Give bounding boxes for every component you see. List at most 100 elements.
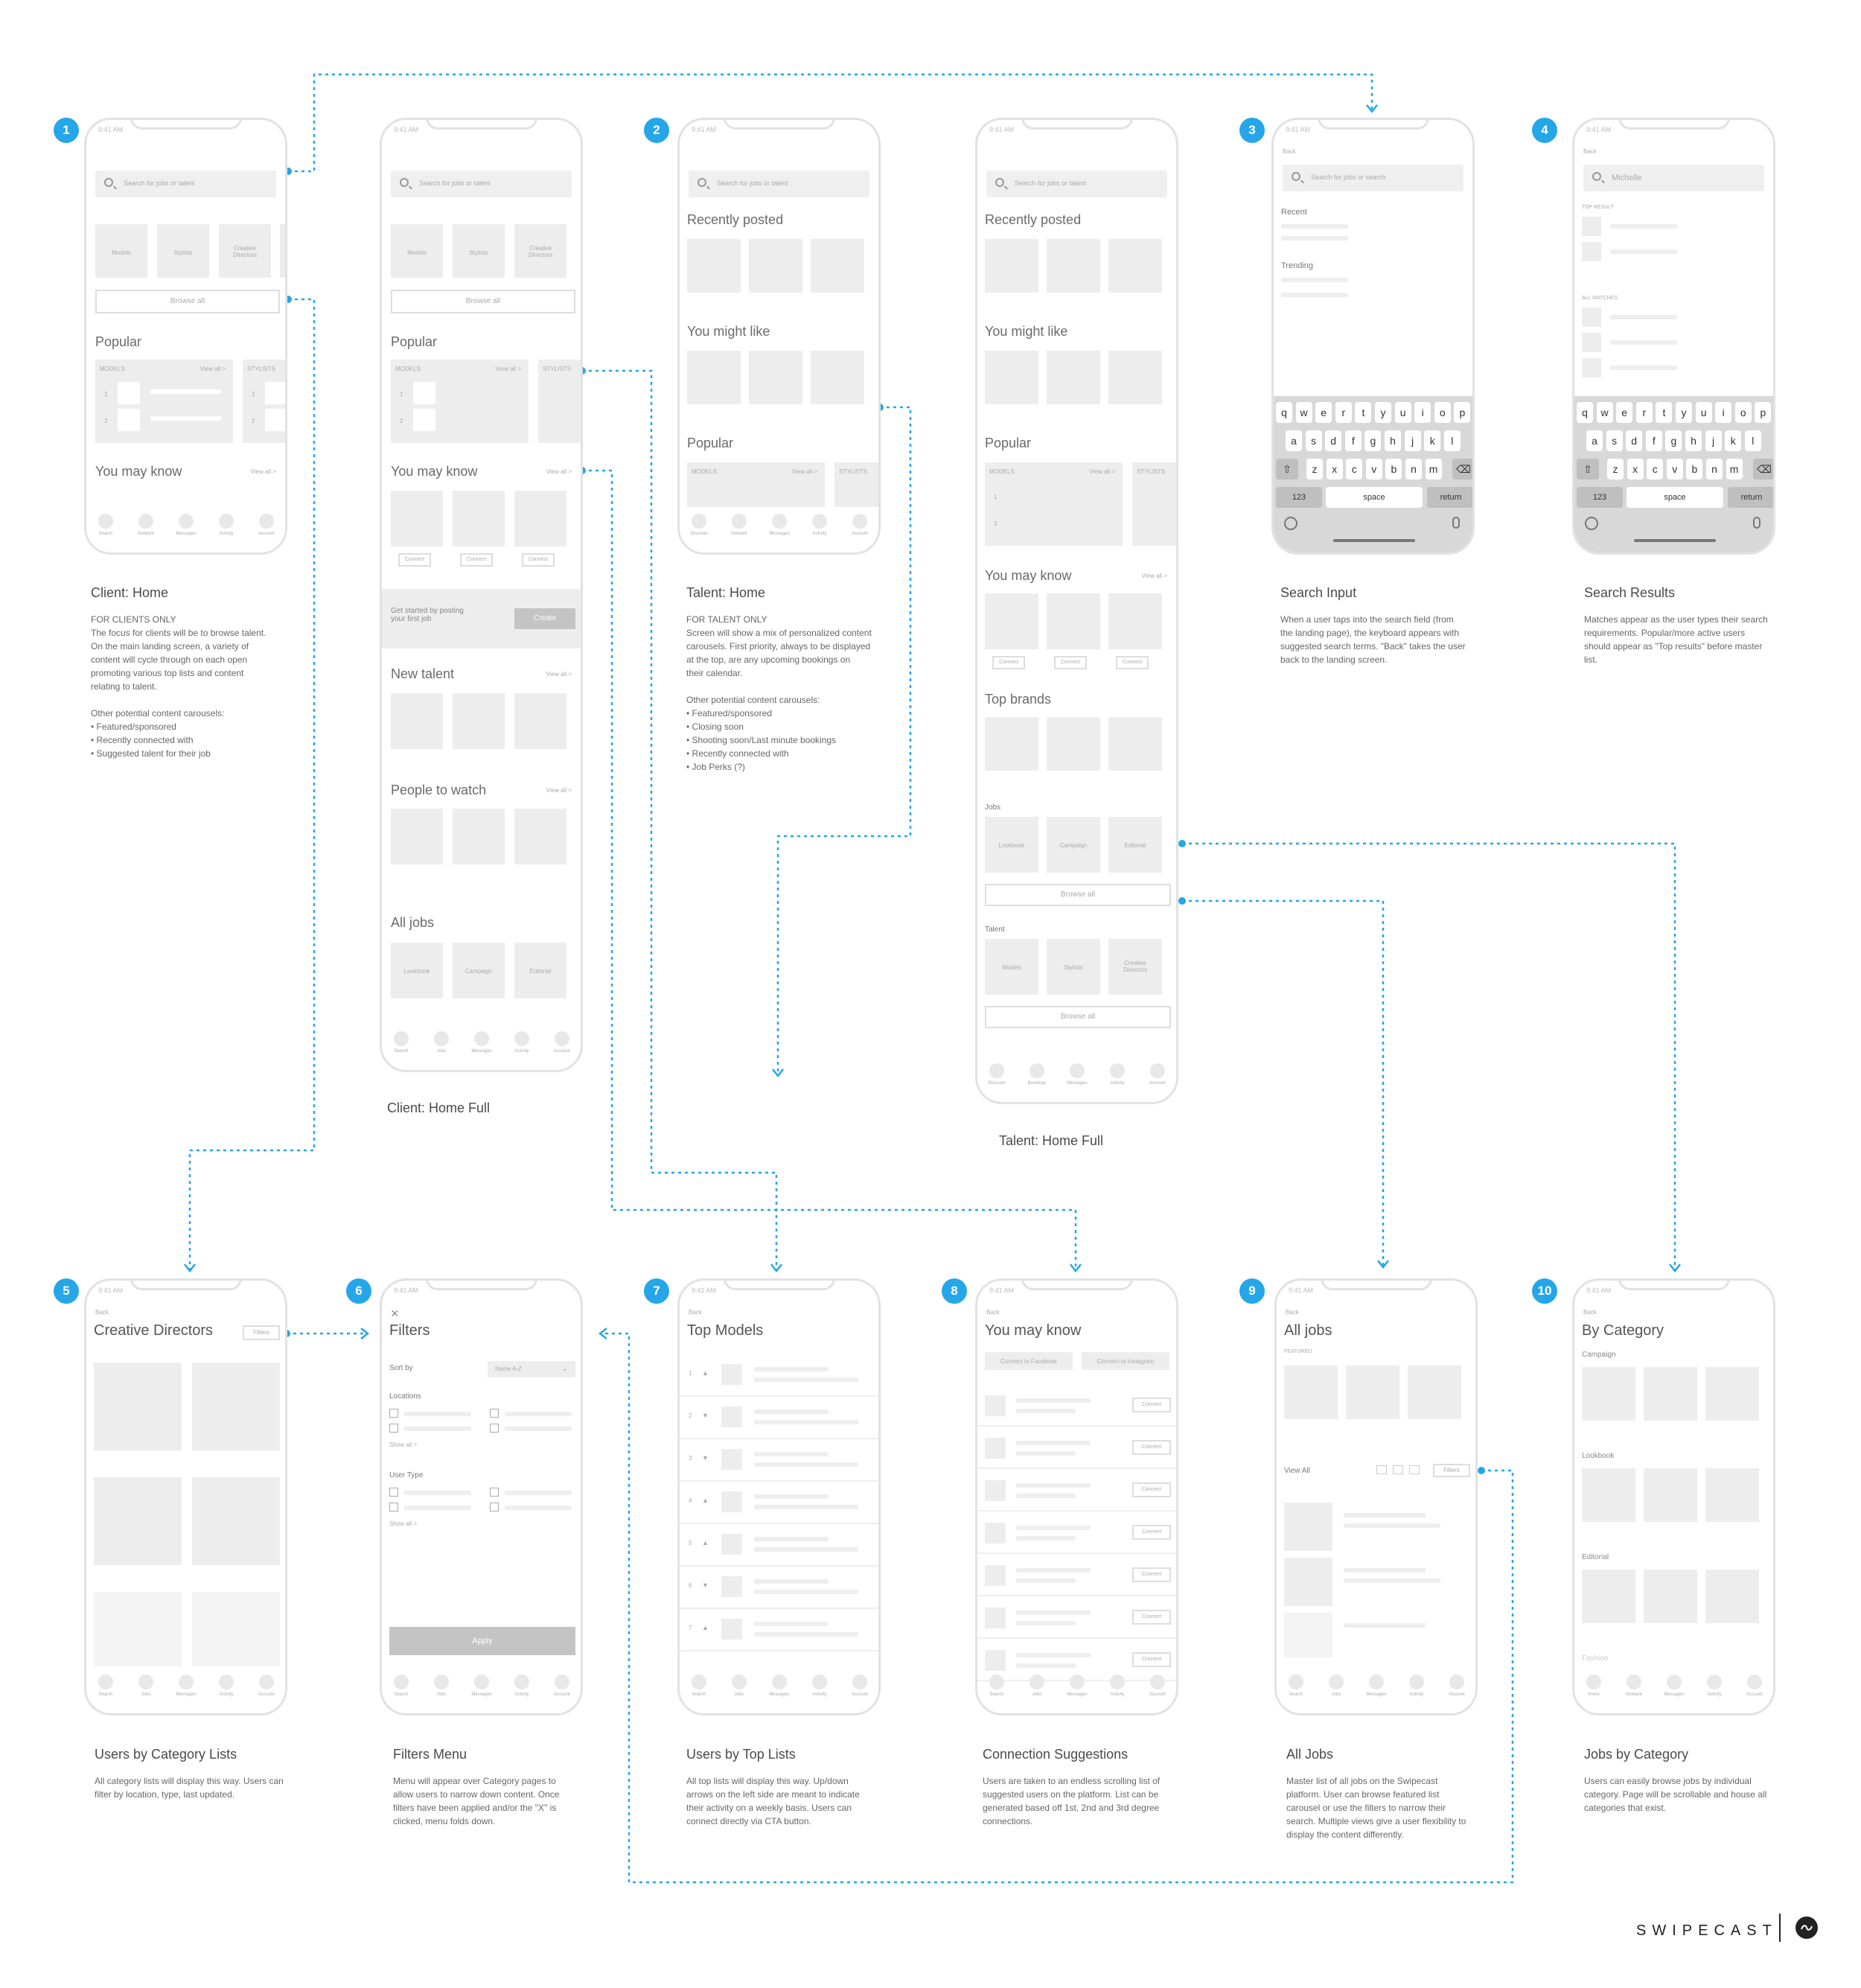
key-a[interactable]: a (1586, 430, 1603, 451)
key-p[interactable]: p (1755, 402, 1772, 423)
key-u[interactable]: u (1695, 402, 1712, 423)
nav-icon-network[interactable] (732, 514, 747, 529)
key-t[interactable]: t (1355, 402, 1372, 423)
shift-key[interactable]: ⇧ (1577, 459, 1599, 480)
key-g[interactable]: g (1364, 430, 1382, 451)
key-x[interactable]: x (1326, 459, 1343, 480)
filters-button[interactable]: Filters (243, 1325, 280, 1340)
space-key[interactable]: space (1326, 487, 1423, 508)
nav-icon-home[interactable] (1586, 1675, 1601, 1689)
table-row[interactable]: 5▲ (680, 1525, 878, 1567)
key-u[interactable]: u (1394, 402, 1411, 423)
key-a[interactable]: a (1286, 430, 1302, 451)
key-f[interactable]: f (1344, 430, 1362, 451)
person-tile[interactable] (1108, 593, 1162, 649)
key-s[interactable]: s (1606, 430, 1623, 451)
connect-button[interactable]: Connect (992, 656, 1025, 669)
job-tile[interactable] (1705, 1367, 1759, 1421)
nav-icon-network[interactable] (138, 514, 153, 529)
key-c[interactable]: c (1647, 459, 1664, 480)
table-row[interactable]: 6▼ (680, 1567, 878, 1609)
person-tile[interactable] (391, 491, 443, 547)
job-thumbnail[interactable] (1284, 1503, 1332, 1551)
numbers-key[interactable]: 123 (1577, 487, 1623, 508)
key-g[interactable]: g (1665, 430, 1682, 451)
talent-tile[interactable] (514, 809, 566, 864)
table-row[interactable]: 1▲ (680, 1355, 878, 1397)
close-icon[interactable]: × (391, 1306, 399, 1321)
checkbox[interactable] (389, 1424, 398, 1433)
job-tile[interactable] (985, 239, 1038, 293)
key-w[interactable]: w (1596, 402, 1613, 423)
key-z[interactable]: z (1306, 459, 1323, 480)
popular-stylists-card[interactable]: STYLISTS 1 2 (243, 360, 285, 443)
view-all-dropdown[interactable]: View All (1284, 1467, 1310, 1475)
nav-icon-messages[interactable] (1369, 1675, 1384, 1689)
key-b[interactable]: b (1686, 459, 1703, 480)
table-row[interactable]: 2▼ (680, 1398, 878, 1439)
job-tile[interactable] (1108, 351, 1162, 404)
card-view-icon[interactable] (1409, 1465, 1420, 1474)
job-tile[interactable] (1108, 239, 1162, 293)
job-tile[interactable] (749, 351, 802, 404)
key-x[interactable]: x (1627, 459, 1644, 480)
job-tile[interactable] (1644, 1367, 1697, 1421)
person-tile[interactable] (1047, 593, 1100, 649)
list-item[interactable]: Connect (977, 1512, 1176, 1554)
talent-tile[interactable] (391, 693, 443, 749)
nav-icon-account[interactable] (1449, 1675, 1464, 1689)
nav-icon-activity[interactable] (812, 1675, 827, 1689)
checkbox[interactable] (389, 1488, 398, 1497)
key-p[interactable]: p (1454, 402, 1471, 423)
key-k[interactable]: k (1424, 430, 1441, 451)
nav-icon-account[interactable] (555, 1675, 569, 1689)
view-all-link[interactable]: View all > (1089, 468, 1115, 475)
key-v[interactable]: v (1365, 459, 1382, 480)
connect-button[interactable]: Connect (1132, 1525, 1171, 1540)
job-tile[interactable]: Campaign (453, 943, 505, 998)
search-input[interactable]: Search for jobs or search (1283, 165, 1463, 191)
microphone-icon[interactable] (1452, 517, 1460, 529)
job-tile[interactable]: Campaign (1047, 817, 1100, 873)
key-t[interactable]: t (1656, 402, 1673, 423)
checkbox[interactable] (490, 1409, 499, 1418)
nav-icon-search[interactable] (989, 1675, 1004, 1689)
popular-models-card[interactable]: MODELS View all > 1 2 (985, 462, 1123, 546)
nav-icon-messages[interactable] (772, 514, 787, 529)
sort-select[interactable]: Name A-Z⌄ (488, 1361, 575, 1377)
nav-icon-account[interactable] (852, 514, 867, 529)
checkbox[interactable] (389, 1503, 398, 1511)
job-tile[interactable] (1705, 1468, 1759, 1522)
popular-stylists-card[interactable]: STYLISTS (834, 462, 878, 507)
brand-tile[interactable] (985, 717, 1038, 771)
key-d[interactable]: d (1325, 430, 1342, 451)
job-tile[interactable]: Lookbook (985, 817, 1038, 873)
emoji-icon[interactable] (1585, 517, 1598, 530)
view-all-link[interactable]: View all > (546, 787, 572, 794)
connect-button[interactable]: Connect (1132, 1440, 1171, 1455)
brand-tile[interactable] (1108, 717, 1162, 771)
nav-icon-search[interactable] (98, 514, 113, 529)
key-e[interactable]: e (1616, 402, 1633, 423)
nav-icon-activity[interactable] (219, 1675, 234, 1689)
user-card[interactable] (192, 1477, 280, 1565)
job-tile[interactable] (811, 351, 864, 404)
browse-all-jobs-button[interactable]: Browse all (985, 884, 1171, 906)
checkbox[interactable] (490, 1424, 499, 1433)
nav-icon-account[interactable] (1150, 1675, 1165, 1689)
key-n[interactable]: n (1405, 459, 1422, 480)
nav-icon-messages[interactable] (179, 1675, 194, 1689)
nav-icon-search[interactable] (394, 1675, 409, 1689)
key-i[interactable]: i (1715, 402, 1732, 423)
talent-tile[interactable] (453, 693, 505, 749)
key-j[interactable]: j (1705, 430, 1722, 451)
job-tile[interactable] (1047, 351, 1100, 404)
person-tile[interactable] (453, 491, 505, 547)
job-tile[interactable] (687, 239, 741, 293)
back-link[interactable]: Back (95, 1309, 109, 1316)
nav-icon-jobs[interactable] (138, 1675, 153, 1689)
key-z[interactable]: z (1607, 459, 1624, 480)
category-tile[interactable]: Models (95, 224, 147, 278)
job-tile[interactable] (1582, 1468, 1635, 1522)
category-tile[interactable]: Creative Directors (1108, 939, 1162, 995)
